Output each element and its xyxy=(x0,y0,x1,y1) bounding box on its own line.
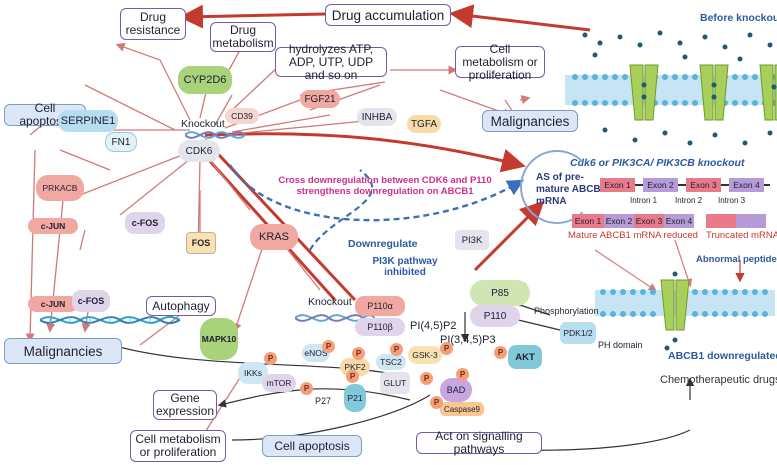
phospho-marker: P xyxy=(264,352,277,365)
before-knockout-label: Before knockout xyxy=(700,12,777,24)
knockout-top-label: Knockout xyxy=(181,118,225,130)
kras-gene: KRAS xyxy=(250,224,298,250)
downregulate-text: Downregulate xyxy=(348,238,418,250)
exon-4-mature: Exon 4 xyxy=(664,214,694,228)
cdk6-gene: CDK6 xyxy=(178,140,220,162)
gene-expression-box: Gene expression xyxy=(153,390,217,420)
dashed-cross-arrow-2 xyxy=(309,169,374,251)
intron-1-label: Intron 1 xyxy=(630,196,658,205)
knockout-bottom-label: Knockout xyxy=(308,296,352,308)
dashed-cross-arrow xyxy=(228,164,525,222)
cyp2d6-gene: CYP2D6 xyxy=(178,66,232,94)
cell-apoptosis-bottom-box: Cell apoptosis xyxy=(262,435,362,457)
phospho-marker: P xyxy=(440,342,453,355)
p21-protein: P21 xyxy=(344,384,366,412)
phospho-marker: P xyxy=(390,343,403,356)
exon-3-mature: Exon 3 xyxy=(634,214,664,228)
caspase9-protein: Caspase9 xyxy=(440,402,484,416)
pi3k-box: PI3K xyxy=(455,230,489,250)
cell-metabolism-bottom-box: Cell metabolism or proliferation xyxy=(130,430,226,462)
cross-downregulation-text: Cross downregulation between CDK6 and P1… xyxy=(278,175,492,197)
ikks-protein: IKKs xyxy=(238,362,268,384)
inhba-gene: INHBA xyxy=(357,108,397,126)
inhibit-cdk6-p110a xyxy=(203,138,357,302)
prkacb-gene: PRKACB xyxy=(36,175,84,201)
cjun-gene-2: c-JUN xyxy=(28,296,78,312)
truncated-label: Truncated mRNA xyxy=(706,230,777,241)
cd39-gene: CD39 xyxy=(225,108,259,124)
p85-subunit: P85 xyxy=(470,280,530,306)
dna-helix-cdk6 xyxy=(185,131,245,139)
serpine1-gene: SERPINE1 xyxy=(58,110,118,132)
premrna-line xyxy=(600,184,770,186)
fgf21-gene: FGF21 xyxy=(300,90,340,108)
malignancies-top-box: Malignancies xyxy=(482,110,578,132)
mtor-protein: mTOR xyxy=(262,374,296,392)
fn1-gene: FN1 xyxy=(105,132,137,152)
phospho-marker: P xyxy=(420,372,433,385)
intron-3-label: Intron 3 xyxy=(718,196,746,205)
exon-3-premature: Exon 3 xyxy=(686,178,721,192)
bad-protein: BAD xyxy=(440,378,472,402)
phospho-marker: P xyxy=(300,382,313,395)
pi3k-inhibited-text: PI3K pathway inhibited xyxy=(372,256,438,278)
pip3-label: PI(3,4,5)P3 xyxy=(440,334,496,346)
ph-domain-label: PH domain xyxy=(598,340,643,350)
tsc2-protein: TSC2 xyxy=(376,354,406,370)
tgfa-gene: TGFA xyxy=(407,115,441,133)
knockout-title-label: Cdk6 or PIK3CA/ PIK3CB knockout xyxy=(570,157,745,169)
cfos-gene-1: c-FOS xyxy=(125,212,165,234)
mature-reduced-label: Mature ABCB1 mRNA reduced xyxy=(568,230,698,241)
arrow-accum-to-resistance xyxy=(179,4,326,29)
fos-gene: FOS xyxy=(186,232,216,254)
act-on-signalling-box: Act on signalling pathways xyxy=(416,430,542,456)
arrow-cdk6-to-as xyxy=(204,132,526,173)
membrane-after-knockout xyxy=(595,271,775,351)
membrane-before-knockout xyxy=(565,30,777,146)
drug-resistance-box: Drug resistance xyxy=(120,8,186,40)
drug-accumulation-box: Drug accumulation xyxy=(325,4,451,26)
phosphorylation-label: Phosphorylation xyxy=(534,306,599,316)
akt-protein: AKT xyxy=(508,345,542,369)
phospho-marker: P xyxy=(322,340,335,353)
glut-protein: GLUT xyxy=(380,372,410,394)
pdk-protein: PDK1/2 xyxy=(560,322,596,344)
as-premature-label: AS of pre-mature ABCB1 mRNA xyxy=(536,172,607,207)
phospho-marker: P xyxy=(430,396,443,409)
truncated-mrna-bar xyxy=(706,214,766,228)
p110b-subunit: P110β xyxy=(355,318,405,336)
mapk10-gene: MAPK10 xyxy=(200,318,238,360)
phospho-marker: P xyxy=(352,347,365,360)
abnormal-peptides-label: Abnormal peptides xyxy=(696,254,777,265)
gsk3-protein: GSK-3 xyxy=(408,346,442,364)
p110-subunit: P110 xyxy=(470,305,520,327)
dna-helix-cjun xyxy=(40,315,180,325)
arrow-before-to-accum xyxy=(449,4,591,32)
p27-protein: P27 xyxy=(314,396,331,406)
p110a-subunit: P110α xyxy=(355,296,405,316)
autophagy-box: Autophagy xyxy=(146,296,216,316)
exon-1-premature: Exon 1 xyxy=(600,178,635,192)
chemo-drugs-label: Chemotherapeutic drugs xyxy=(660,374,777,386)
as-circle xyxy=(520,150,594,224)
exon-2-mature: Exon 2 xyxy=(604,214,634,228)
phospho-marker: P xyxy=(346,370,359,383)
pip2-label: PI(4,5)P2 xyxy=(410,320,457,332)
phospho-marker: P xyxy=(494,346,507,359)
hydrolyzes-box: hydrolyzes ATP, ADP, UTP, UDP and so on xyxy=(275,42,387,81)
phospho-marker: P xyxy=(456,368,469,381)
malignancies-left-box: Malignancies xyxy=(4,338,122,364)
drug-metabolism-box: Drug metabolism xyxy=(210,22,276,52)
cjun-gene-1: c-JUN xyxy=(28,218,78,234)
abcb1-down-label: ABCB1 downregulated xyxy=(668,350,777,362)
intron-2-label: Intron 2 xyxy=(675,196,703,205)
cfos-gene-2: c-FOS xyxy=(72,290,110,312)
cell-metabolism-top-box: Cell metabolism or proliferation xyxy=(455,42,545,81)
exon-2-premature: Exon 2 xyxy=(643,178,678,192)
exon-4-premature: Exon 4 xyxy=(729,178,764,192)
exon-1-mature: Exon 1 xyxy=(572,214,604,228)
